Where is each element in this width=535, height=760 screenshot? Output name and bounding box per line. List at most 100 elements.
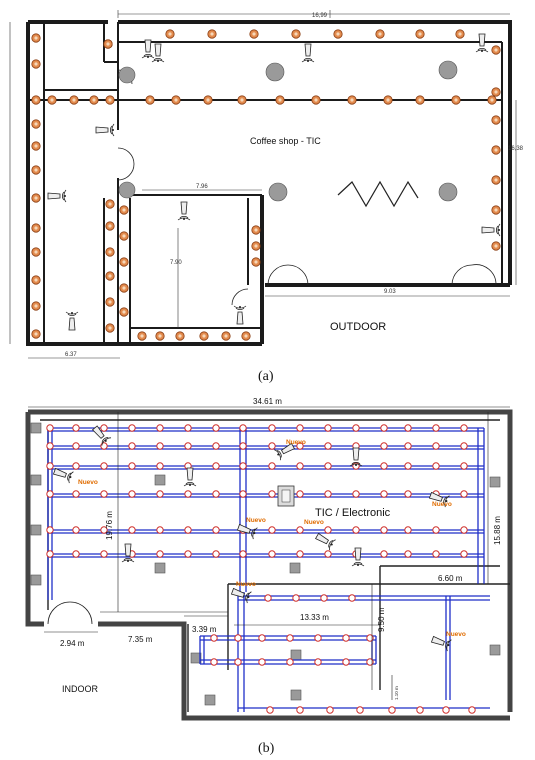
ceiling-lamp-icon <box>415 29 425 39</box>
ceiling-lamp-icon <box>491 115 501 125</box>
ceiling-lamp-icon <box>264 594 272 602</box>
ceiling-lamp-icon <box>320 594 328 602</box>
ceiling-lamp-icon <box>366 658 374 666</box>
ceiling-lamp-icon <box>210 658 218 666</box>
ceiling-lamp-icon <box>31 119 41 129</box>
ceiling-lamp-icon <box>460 424 468 432</box>
caption-a: (a) <box>258 369 274 384</box>
ceiling-lamp-icon <box>31 193 41 203</box>
ceiling-lamp-icon <box>72 462 80 470</box>
ceiling-lamp-icon <box>203 95 213 105</box>
access-point-icon <box>475 33 489 53</box>
access-point-icon <box>91 425 112 446</box>
ceiling-lamp-icon <box>380 442 388 450</box>
ceiling-lamp-icon <box>432 550 440 558</box>
panel-b-inner-walls <box>40 419 510 712</box>
ceiling-lamp-icon <box>171 95 181 105</box>
pillar <box>290 689 302 701</box>
ceiling-lamp-icon <box>268 490 276 498</box>
dim-vert-a: 7.90 <box>170 260 182 266</box>
access-point-icon <box>151 43 165 63</box>
room-label-b: TIC / Electronic <box>315 507 391 519</box>
dim-top-a: 16,99 <box>312 13 328 19</box>
ceiling-lamp-icon <box>296 424 304 432</box>
access-point-icon <box>141 39 155 59</box>
panel-a-walls <box>26 20 512 346</box>
ceiling-lamp-icon <box>324 526 332 534</box>
ceiling-lamp-icon <box>184 526 192 534</box>
ceiling-lamp-icon <box>212 462 220 470</box>
ceiling-lamp-icon <box>491 241 501 251</box>
ceiling-lamp-icon <box>380 462 388 470</box>
ceiling-lamp-icon <box>31 59 41 69</box>
ceiling-lamp-icon <box>451 95 461 105</box>
ceiling-lamp-icon <box>119 257 129 267</box>
nuevo-label: Nuevo <box>432 501 452 508</box>
ceiling-lamp-icon <box>100 424 108 432</box>
panel-b-lamps <box>46 424 476 714</box>
ceiling-lamp-icon <box>324 462 332 470</box>
ceiling-lamp-icon <box>46 424 54 432</box>
nuevo-label: Nuevo <box>236 581 256 588</box>
ceiling-lamp-icon <box>388 706 396 714</box>
caption-b: (b) <box>258 741 275 756</box>
ceiling-lamp-icon <box>491 45 501 55</box>
ceiling-lamp-icon <box>324 550 332 558</box>
ceiling-lamp-icon <box>291 29 301 39</box>
ceiling-lamp-icon <box>249 29 259 39</box>
ceiling-lamp-icon <box>31 165 41 175</box>
access-point-icon <box>121 543 135 563</box>
ceiling-lamp-icon <box>268 424 276 432</box>
dim-top-b: 34.61 m <box>253 397 282 406</box>
ceiling-lamp-icon <box>46 550 54 558</box>
ceiling-lamp-icon <box>404 424 412 432</box>
ceiling-lamp-icon <box>31 95 41 105</box>
ceiling-lamp-icon <box>324 424 332 432</box>
ceiling-lamp-icon <box>31 275 41 285</box>
pillar <box>489 476 501 488</box>
ceiling-lamp-icon <box>184 442 192 450</box>
ceiling-lamp-icon <box>100 550 108 558</box>
ceiling-lamp-icon <box>156 424 164 432</box>
ceiling-lamp-icon <box>234 634 242 642</box>
outdoor-label: OUTDOOR <box>330 321 386 333</box>
ceiling-lamp-icon <box>487 95 497 105</box>
ceiling-lamp-icon <box>460 526 468 534</box>
ceiling-lamp-icon <box>432 424 440 432</box>
ceiling-lamp-icon <box>105 297 115 307</box>
ceiling-lamp-icon <box>72 424 80 432</box>
pillar <box>204 694 216 706</box>
ceiling-lamp-icon <box>324 490 332 498</box>
ceiling-lamp-icon <box>184 550 192 558</box>
panel-a-access-points <box>47 33 501 331</box>
ceiling-lamp-icon <box>366 634 374 642</box>
ceiling-lamp-icon <box>296 526 304 534</box>
ceiling-lamp-icon <box>251 225 261 235</box>
ceiling-lamp-icon <box>239 550 247 558</box>
ceiling-lamp-icon <box>105 221 115 231</box>
ceiling-lamp-icon <box>239 490 247 498</box>
ceiling-lamp-icon <box>268 442 276 450</box>
ceiling-lamp-icon <box>237 95 247 105</box>
ceiling-lamp-icon <box>460 490 468 498</box>
ceiling-lamp-icon <box>491 175 501 185</box>
dim-d5-b: 7.35 m <box>128 635 153 644</box>
ceiling-lamp-icon <box>251 241 261 251</box>
ceiling-lamp-icon <box>184 490 192 498</box>
panel-b-doors <box>47 601 93 625</box>
ceiling-lamp-icon <box>296 442 304 450</box>
indoor-label: INDOOR <box>62 684 99 694</box>
ceiling-lamp-icon <box>275 95 285 105</box>
ceiling-lamp-icon <box>212 442 220 450</box>
ceiling-lamp-icon <box>128 490 136 498</box>
ceiling-lamp-icon <box>69 95 79 105</box>
ceiling-lamp-icon <box>89 95 99 105</box>
pillar <box>290 649 302 661</box>
ceiling-lamp-icon <box>268 526 276 534</box>
pillar <box>30 474 42 486</box>
pillar <box>190 652 202 664</box>
access-point-icon <box>233 305 247 325</box>
ceiling-lamp-icon <box>72 490 80 498</box>
ceiling-lamp-icon <box>155 331 165 341</box>
ceiling-lamp-icon <box>324 442 332 450</box>
